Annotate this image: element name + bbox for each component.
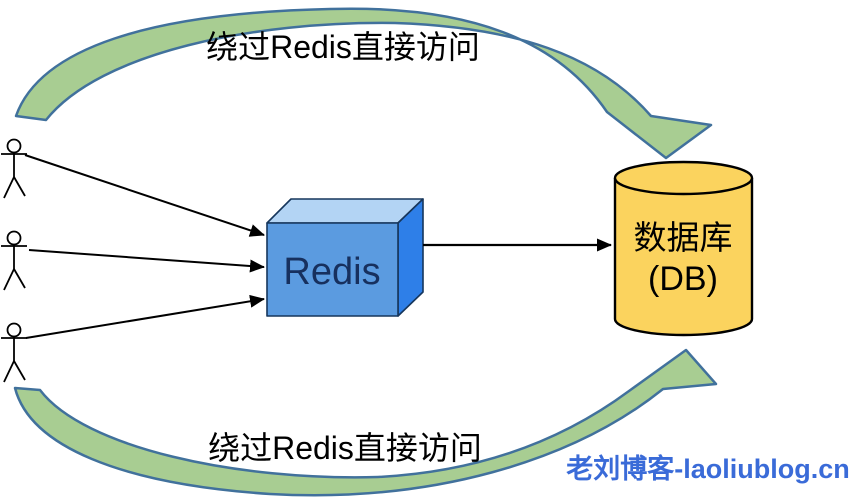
database-cylinder-body	[613, 178, 754, 337]
user-leg-left	[3, 360, 15, 383]
user-1-to-redis-arrow	[24, 154, 265, 237]
user-leg-right	[13, 360, 26, 381]
user-1-stick-figure-icon	[1, 138, 27, 199]
user-head	[6, 230, 22, 246]
redis-box-front-face	[266, 222, 399, 317]
user-2-to-redis-arrow	[28, 249, 265, 273]
user-leg-left	[3, 268, 15, 291]
watermark-text: 老刘博客-laoliublog.cn	[566, 453, 850, 484]
top-bypass-label: 绕过Redis直接访问	[206, 29, 480, 65]
database-label-en: (DB)	[648, 260, 718, 298]
bottom-bypass-label: 绕过Redis直接访问	[208, 430, 482, 466]
database-cylinder-top	[613, 160, 754, 196]
user-leg-right	[13, 176, 26, 197]
user-head	[6, 138, 22, 154]
database-label-cn: 数据库	[634, 220, 733, 257]
user-3-stick-figure-icon	[1, 322, 27, 383]
bottom-bypass-curved-arrow-icon	[13, 348, 718, 497]
top-bypass-curved-arrow-icon	[14, 7, 713, 160]
redis-box-label: Redis	[283, 251, 380, 293]
user-leg-right	[13, 268, 26, 289]
redis-box-3d-cube-icon	[266, 198, 424, 317]
database-cylinder-icon	[613, 160, 754, 337]
redis-box-top-face	[266, 198, 424, 224]
user-3-to-redis-arrow	[25, 294, 265, 339]
user-head	[6, 322, 22, 338]
user-leg-left	[3, 176, 15, 199]
user-2-stick-figure-icon	[1, 230, 27, 291]
